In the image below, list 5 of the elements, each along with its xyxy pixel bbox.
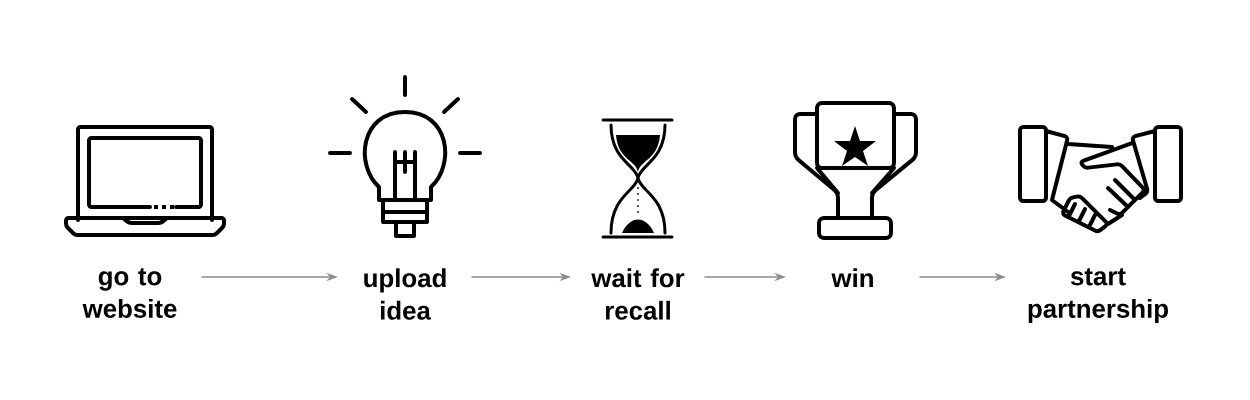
step-label: win bbox=[831, 268, 873, 288]
step-label: wait for recall bbox=[591, 268, 685, 320]
step-label: start partnership bbox=[1028, 268, 1168, 324]
step-label: go to website bbox=[82, 268, 177, 318]
step-label: upload idea bbox=[364, 268, 446, 320]
